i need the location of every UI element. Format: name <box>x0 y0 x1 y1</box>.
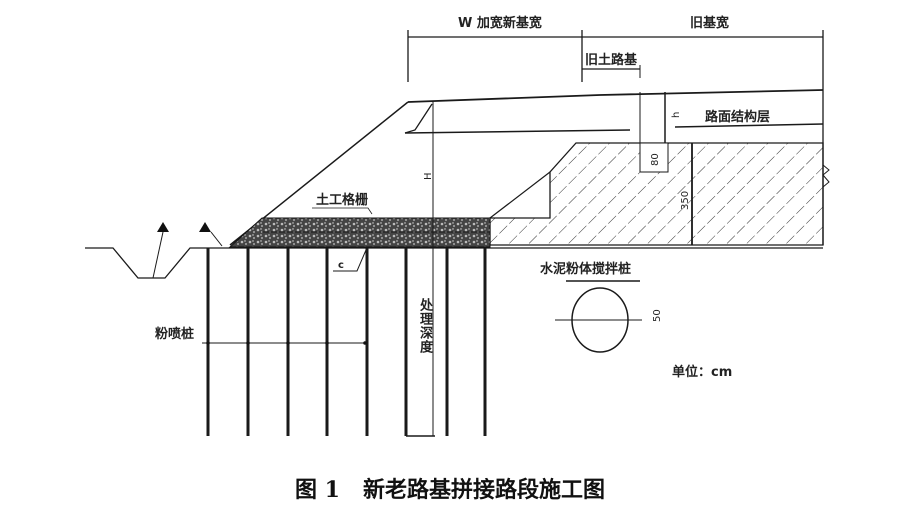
new-width-label: W 加宽新基宽 <box>458 15 542 31</box>
dim-350: 350 <box>680 191 691 210</box>
old-width-label: 旧基宽 <box>690 15 729 31</box>
unit-label: 单位：cm <box>672 364 732 380</box>
dim-80: 80 <box>650 153 661 166</box>
ditch-markers <box>152 222 223 279</box>
old-subgrade-label: 旧土路基 <box>585 52 638 68</box>
ground-line <box>85 247 823 279</box>
dim-c: c <box>338 260 344 271</box>
old-pavement-step <box>639 142 669 173</box>
old-roadbed-hatch <box>489 142 824 246</box>
dim-h: h <box>671 112 682 118</box>
pavement-layer-label: 路面结构层 <box>705 109 770 125</box>
powder-pile-label: 粉喷桩 <box>155 326 194 342</box>
figure-caption: 图 1 新老路基拼接路段施工图 <box>295 477 605 503</box>
mixing-pile-label: 水泥粉体搅拌桩 <box>540 261 631 277</box>
geogrid-label: 土工格栅 <box>316 192 368 208</box>
powder-piles <box>206 248 487 437</box>
treatment-depth-label: 处理深度 <box>417 298 432 354</box>
pile-spacing-dimension <box>202 341 367 345</box>
dim-H: H <box>423 172 434 180</box>
dim-50: 50 <box>652 309 663 322</box>
